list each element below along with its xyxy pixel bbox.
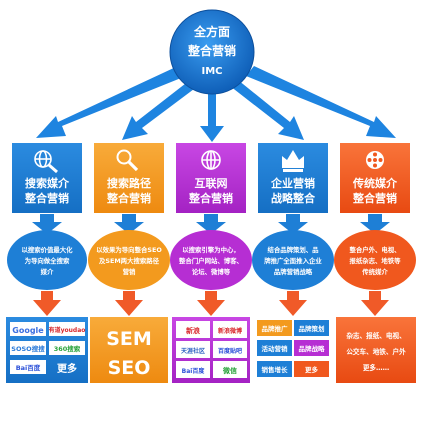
hub-line-3: IMC [201, 66, 222, 77]
connector-arrow-5 [246, 66, 396, 138]
so360-logo: 360搜索 [54, 344, 81, 353]
hub-line-2: 整合营销 [187, 43, 236, 58]
column-5-title-1: 传统媒介 [352, 176, 398, 190]
service-brand-strategy: 品牌战略 [299, 344, 326, 353]
column-1-desc-1: 以搜索价值最大化 [21, 245, 73, 254]
globe-icon [201, 150, 221, 170]
column-1-desc-3: 媒介 [40, 267, 54, 276]
globe-search-icon [34, 150, 58, 174]
tianya-logo: 天涯社区 [181, 347, 205, 355]
service-brand-promotion: 品牌推广 [262, 324, 289, 333]
service-event-marketing: 活动营销 [262, 344, 289, 353]
description-bubble-5 [334, 230, 416, 290]
wechat-logo: 微信 [222, 366, 237, 375]
google-logo: Google [12, 326, 44, 335]
service-brand-planning: 品牌策划 [299, 324, 326, 333]
column-1-desc-2: 为导向做全搜索 [25, 256, 70, 265]
hub-line-1: 全方面 [193, 24, 230, 39]
down-arrow-2a [114, 214, 144, 234]
platform-tile-5 [336, 317, 416, 383]
description-bubble-1 [7, 230, 87, 290]
column-internet: 互联网 整合营销 以搜索引擎为中心， 整合门户网站、博客、 论坛、微博等 新浪 … [170, 143, 252, 383]
hub: 全方面 整合营销 IMC [169, 9, 255, 95]
down-arrow-3a [196, 214, 226, 234]
service-sales-growth: 销售增长 [262, 365, 289, 374]
connector-arrow-3 [200, 90, 224, 142]
seo-label: SEO [108, 357, 151, 379]
column-5-title-2: 整合营销 [352, 191, 397, 205]
down-arrow-1b [33, 291, 61, 316]
connector-arrow-4 [230, 80, 304, 140]
column-enterprise: 企业营销 战略整合 结合品牌策划、品 牌推广全面推入企业 品牌营销战略 品牌推广… [252, 143, 334, 383]
connector-arrow-2 [122, 80, 198, 140]
crown-icon [282, 150, 304, 172]
column-2-desc-1: 以效果为导向整合SEO [96, 245, 162, 254]
column-search-path: 搜索路径 整合营销 以效果为导向整合SEO 及SEM两大搜索路径 营销 SEM … [88, 143, 170, 383]
column-5-desc-3: 传统媒介 [361, 267, 388, 276]
xinlang-logo: 新浪 [186, 326, 200, 335]
youdao-logo: 有道youdao [49, 326, 86, 334]
description-bubble-4 [252, 230, 334, 290]
column-traditional-media: 传统媒介 整合营销 整合户外、电视、 报纸杂志、地铁等 传统媒介 杂志、报纸、电… [334, 143, 416, 383]
traditional-media-line-1: 杂志、报纸、电视、 [346, 331, 405, 340]
weibo-logo: 新浪微博 [218, 327, 242, 335]
down-arrow-5a [360, 214, 390, 234]
column-2-desc-2: 及SEM两大搜索路径 [99, 256, 160, 265]
column-4-title-1: 企业营销 [270, 176, 315, 190]
column-1-title-1: 搜索媒介 [25, 176, 70, 190]
down-arrow-3b [197, 291, 225, 316]
description-bubble-3 [170, 230, 252, 290]
film-reel-icon [366, 151, 384, 169]
soso-logo: SOSO搜搜 [11, 344, 45, 353]
sem-label: SEM [106, 328, 152, 350]
column-5-desc-1: 整合户外、电视、 [348, 245, 400, 254]
service-more: 更多 [305, 365, 319, 374]
column-4-desc-1: 结合品牌策划、品 [267, 245, 319, 254]
column-3-desc-1: 以搜索引擎为中心， [182, 245, 240, 254]
down-arrow-4a [278, 214, 308, 234]
category-tile-search-media [12, 143, 82, 213]
column-2-title-2: 整合营销 [106, 191, 151, 205]
column-3-title-1: 互联网 [195, 176, 228, 190]
baidu-logo: Bai百度 [16, 363, 41, 372]
traditional-media-line-2: 公交车、地铁、户外 [346, 347, 406, 356]
column-5-desc-2: 报纸杂志、地铁等 [349, 256, 401, 265]
baidu-logo-2: Bai百度 [182, 367, 206, 375]
description-bubble-2 [88, 230, 170, 290]
down-arrow-1a [32, 214, 62, 234]
column-4-desc-2: 牌推广全面推入企业 [264, 256, 322, 265]
platform-tile-2 [90, 317, 168, 383]
column-4-title-2: 战略整合 [271, 191, 316, 205]
column-2-desc-3: 营销 [123, 267, 136, 276]
magnifier-icon [116, 149, 139, 172]
column-3-desc-2: 整合门户网站、博客、 [178, 256, 243, 265]
column-search-media: 搜索媒介 整合营销 以搜索价值最大化 为导向做全搜索 媒介 Google 有道y… [6, 143, 88, 383]
column-2-title-1: 搜索路径 [107, 176, 151, 190]
tieba-logo: 百度贴吧 [218, 347, 242, 355]
column-3-desc-3: 论坛、微博等 [192, 267, 231, 276]
column-3-title-2: 整合营销 [188, 191, 233, 205]
connector-arrow-1 [36, 66, 186, 138]
column-1-title-2: 整合营销 [24, 191, 69, 205]
down-arrow-2b [115, 291, 143, 316]
down-arrow-5b [361, 291, 389, 316]
down-arrow-4b [279, 291, 307, 316]
traditional-media-line-3: 更多…… [363, 363, 390, 372]
more-label-1: 更多 [57, 362, 77, 375]
column-4-desc-3: 品牌营销战略 [274, 267, 313, 276]
hub-connectors [36, 66, 396, 142]
